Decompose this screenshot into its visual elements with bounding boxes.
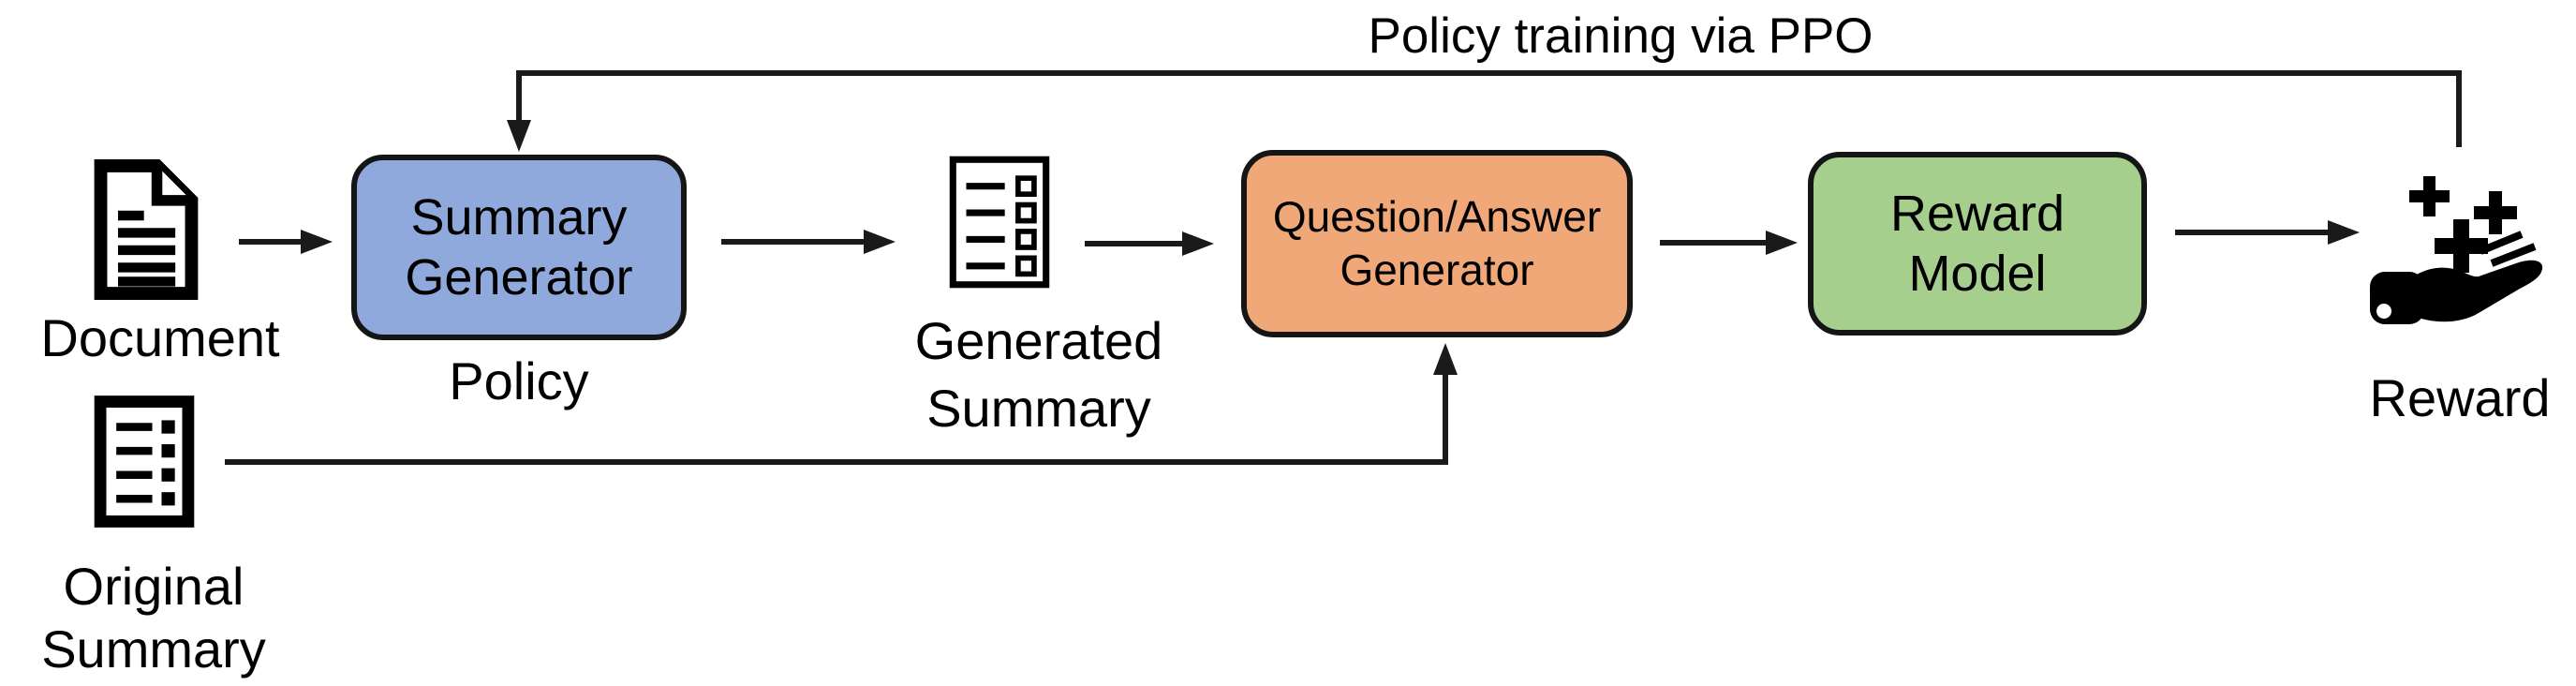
hand-receiving-plus-icon [2368, 171, 2548, 332]
node-summary-generator: Summary Generator [351, 155, 687, 340]
arrow-ppo-feedback-loop [507, 70, 2462, 152]
arrow-generated-summary-to-qa-generator [1085, 231, 1214, 256]
label-line: Original [63, 557, 244, 616]
arrow-document-to-summary-generator [239, 230, 333, 254]
node-reward-model: Reward Model [1808, 152, 2147, 336]
checklist-filled-icon [94, 394, 195, 529]
document-label: Document [40, 308, 280, 367]
label-line: Summary [926, 379, 1151, 438]
document-icon [92, 159, 200, 300]
reward-label: Reward [2369, 368, 2551, 427]
arrow-qa-generator-to-reward-model [1660, 231, 1798, 255]
label-line: Summary [41, 619, 266, 679]
node-label-line: Summary [410, 189, 628, 246]
arrow-summary-generator-to-generated-summary [721, 230, 896, 254]
arrow-original-summary-to-qa-generator [225, 343, 1458, 465]
original-summary-label: Original Summary [13, 555, 294, 680]
checklist-icon [949, 156, 1050, 289]
node-label-line: Model [1908, 246, 2047, 302]
node-label-line: Reward [1889, 186, 2065, 242]
generated-summary-label: Generated Summary [898, 307, 1179, 442]
node-label-line: Generator [1340, 246, 1534, 294]
policy-caption: Policy [449, 351, 589, 410]
arrow-reward-model-to-reward [2175, 220, 2360, 245]
node-qa-generator: Question/Answer Generator [1241, 150, 1633, 337]
ppo-edge-label: Policy training via PPO [1368, 8, 1873, 64]
node-label-line: Question/Answer [1272, 192, 1602, 241]
label-line: Generated [914, 311, 1163, 370]
node-label-line: Generator [405, 249, 633, 306]
